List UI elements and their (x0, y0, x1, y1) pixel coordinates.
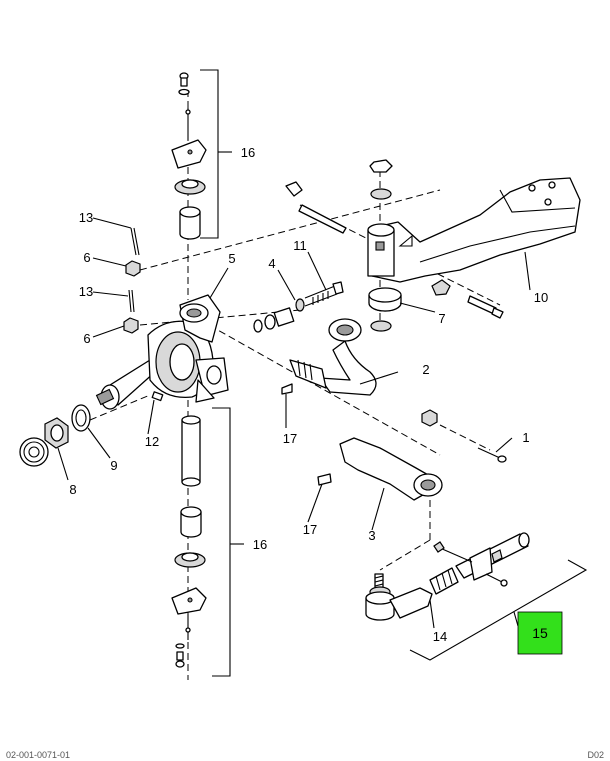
callout-7[interactable]: 7 (438, 311, 445, 326)
bracket-16-upper (200, 69, 232, 239)
callout-12[interactable]: 12 (145, 434, 159, 449)
callout-13-upper[interactable]: 13 (79, 210, 93, 225)
cross-tube-arm (317, 409, 507, 501)
footer-left-code: 02-001-0071-01 (6, 750, 70, 760)
callout-5[interactable]: 5 (228, 251, 235, 266)
callout-4[interactable]: 4 (268, 256, 275, 271)
upper-kingpin-kit (171, 72, 207, 240)
callouts: 1 2 3 4 5 6 6 7 8 9 10 11 12 13 13 14 16… (69, 145, 548, 644)
callout-9[interactable]: 9 (110, 458, 117, 473)
callout-15[interactable]: 15 (532, 625, 548, 641)
steering-arm (281, 318, 377, 396)
callout-16-lower[interactable]: 16 (253, 537, 267, 552)
callout-15-box[interactable] (517, 611, 563, 655)
callout-2[interactable]: 2 (422, 362, 429, 377)
callout-16-upper[interactable]: 16 (241, 145, 255, 160)
bracket-16-lower (212, 407, 244, 677)
callout-14[interactable]: 14 (433, 629, 447, 644)
callout-10[interactable]: 10 (534, 290, 548, 305)
callout-17-upper[interactable]: 17 (283, 431, 297, 446)
callout-13-lower[interactable]: 13 (79, 284, 93, 299)
bracket-15 (409, 559, 588, 661)
callout-11[interactable]: 11 (293, 238, 307, 253)
callout-3[interactable]: 3 (368, 528, 375, 543)
leader-lines (57, 217, 531, 629)
steering-knuckle (95, 294, 229, 410)
axle-beam (285, 159, 581, 332)
footer-right-code: D02 (587, 750, 604, 760)
bolt-assembly (253, 281, 344, 333)
callout-17-lower[interactable]: 17 (303, 522, 317, 537)
knuckle-hardware (19, 227, 164, 467)
callout-15-highlight[interactable]: 15 (517, 611, 563, 655)
lower-kingpin-kit (171, 415, 207, 668)
callout-8[interactable]: 8 (69, 482, 76, 497)
callout-1[interactable]: 1 (522, 430, 529, 445)
callout-6-lower[interactable]: 6 (83, 331, 90, 346)
tie-rod-end (365, 532, 530, 621)
callout-6-upper[interactable]: 6 (83, 250, 90, 265)
